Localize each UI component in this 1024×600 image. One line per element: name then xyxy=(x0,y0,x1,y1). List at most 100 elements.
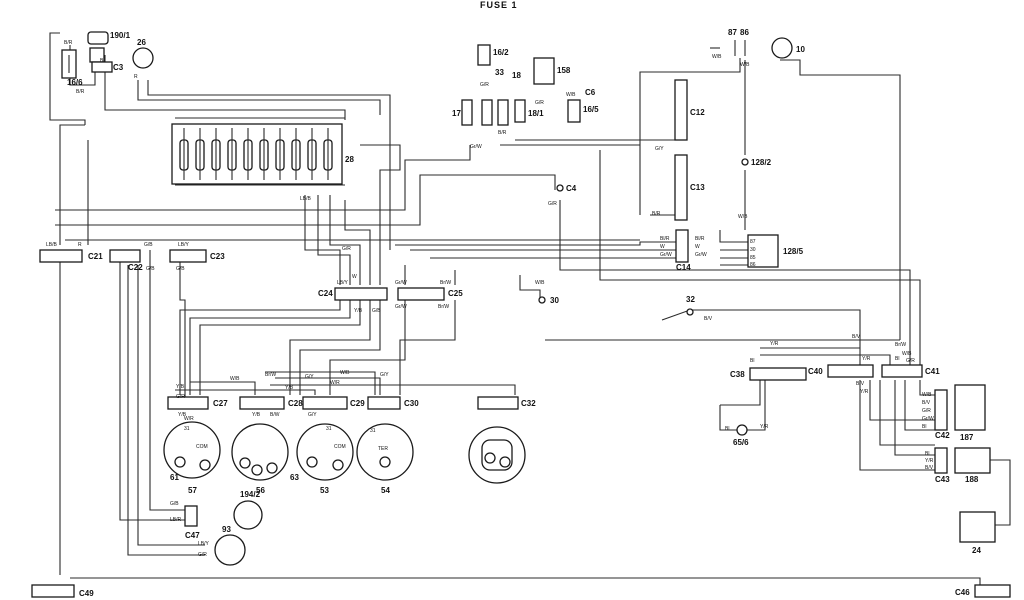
svg-text:Bl: Bl xyxy=(922,424,926,430)
svg-text:W/B: W/B xyxy=(712,54,722,60)
svg-text:Br/W: Br/W xyxy=(440,280,451,286)
svg-text:W/R: W/R xyxy=(184,416,194,422)
svg-text:B/V: B/V xyxy=(922,400,931,406)
svg-text:C22: C22 xyxy=(128,263,143,272)
junction-128-2: 128/2 xyxy=(741,158,772,167)
svg-text:18/1: 18/1 xyxy=(528,109,544,118)
svg-text:C27: C27 xyxy=(213,399,228,408)
svg-text:LB/B: LB/B xyxy=(46,242,58,248)
svg-text:W/B: W/B xyxy=(566,92,576,98)
svg-text:Br/W: Br/W xyxy=(438,304,449,310)
svg-text:W/B: W/B xyxy=(922,392,932,398)
connector-c6: C6 xyxy=(585,88,596,97)
svg-text:C29: C29 xyxy=(350,399,365,408)
fuse-16-5: 16/5 xyxy=(567,99,599,123)
connector-c13: C13 xyxy=(674,154,705,221)
svg-text:C40: C40 xyxy=(808,367,823,376)
diagram-title: FUSE 1 xyxy=(480,0,518,10)
connector-c22: C22 xyxy=(109,249,143,272)
svg-text:C49: C49 xyxy=(79,589,94,598)
svg-text:86: 86 xyxy=(740,28,749,37)
module-188: 188 xyxy=(954,447,991,484)
svg-text:G/B: G/B xyxy=(144,242,153,248)
svg-text:COM: COM xyxy=(196,444,208,450)
svg-text:C38: C38 xyxy=(730,370,745,379)
component-93: 93 xyxy=(214,525,246,566)
connector-c30: C30 xyxy=(367,396,419,410)
svg-text:B/R: B/R xyxy=(498,130,507,136)
ground-32: 32 xyxy=(686,295,695,316)
svg-text:G/Y: G/Y xyxy=(655,146,664,152)
ground-30: 30 xyxy=(538,296,559,305)
svg-text:C12: C12 xyxy=(690,108,705,117)
svg-text:C41: C41 xyxy=(925,367,940,376)
svg-text:B/R: B/R xyxy=(64,40,73,46)
connector-c27: C27 xyxy=(167,396,228,410)
svg-text:C43: C43 xyxy=(935,475,950,484)
connector-c47: C47 xyxy=(184,505,200,540)
svg-text:Bl: Bl xyxy=(725,426,729,432)
connector-c38: C38 xyxy=(730,367,807,381)
svg-text:C21: C21 xyxy=(88,252,103,261)
svg-text:Gr/W: Gr/W xyxy=(922,416,934,422)
svg-text:85: 85 xyxy=(750,255,756,261)
svg-text:LB/Y: LB/Y xyxy=(198,541,210,547)
svg-text:10: 10 xyxy=(796,45,805,54)
harness-wires xyxy=(49,32,1011,585)
svg-text:W: W xyxy=(695,244,700,250)
connector-c14: C14 xyxy=(675,229,691,272)
component-190-1: 190/1 xyxy=(87,31,131,63)
component-194-2: 194/2 xyxy=(233,490,263,530)
svg-text:LB/R: LB/R xyxy=(170,517,182,523)
svg-text:G/R: G/R xyxy=(922,408,931,414)
svg-text:G/B: G/B xyxy=(146,266,155,272)
svg-text:188: 188 xyxy=(965,475,979,484)
svg-text:Br/W: Br/W xyxy=(895,342,906,348)
svg-text:Bl: Bl xyxy=(750,358,754,364)
svg-text:Y/B: Y/B xyxy=(252,412,261,418)
svg-text:G/B: G/B xyxy=(170,501,179,507)
connector-c42: C42 xyxy=(934,389,950,440)
connector-c28: C28 xyxy=(239,396,303,410)
component-26: 26 xyxy=(132,38,154,69)
component-158: 158 xyxy=(533,57,571,85)
svg-text:G/B: G/B xyxy=(176,266,185,272)
svg-text:W/B: W/B xyxy=(740,62,750,68)
svg-text:65/6: 65/6 xyxy=(733,438,749,447)
svg-text:53: 53 xyxy=(320,486,329,495)
fuse-16-6: 16/6 xyxy=(61,49,83,87)
svg-text:Y/B: Y/B xyxy=(176,384,185,390)
module-187: 187 xyxy=(954,384,986,442)
connector-c32: C32 xyxy=(477,396,536,410)
svg-text:190/1: 190/1 xyxy=(110,31,131,40)
svg-text:33: 33 xyxy=(495,68,504,77)
svg-text:G/R: G/R xyxy=(480,82,489,88)
fuse-box-28: 28 xyxy=(171,123,354,185)
connector-c4: C4 xyxy=(556,184,577,193)
svg-text:87: 87 xyxy=(750,239,756,245)
svg-text:TER: TER xyxy=(378,446,388,452)
svg-text:Gr/W: Gr/W xyxy=(395,304,407,310)
svg-text:C23: C23 xyxy=(210,252,225,261)
svg-text:16/6: 16/6 xyxy=(67,78,83,87)
svg-text:C24: C24 xyxy=(318,289,333,298)
svg-text:30: 30 xyxy=(750,247,756,253)
svg-text:G/R: G/R xyxy=(342,246,351,252)
component-10: 10 xyxy=(771,37,805,59)
svg-text:C25: C25 xyxy=(448,289,463,298)
svg-text:LB/Y: LB/Y xyxy=(178,242,190,248)
connector-c23: C23 xyxy=(169,249,225,263)
svg-text:B/V: B/V xyxy=(852,334,861,340)
svg-text:30: 30 xyxy=(550,296,559,305)
svg-text:W/B: W/B xyxy=(535,280,545,286)
svg-text:C6: C6 xyxy=(585,88,596,97)
svg-text:Y/R: Y/R xyxy=(860,389,869,395)
svg-text:Gr/W: Gr/W xyxy=(470,144,482,150)
svg-text:G/B: G/B xyxy=(372,308,381,314)
svg-text:Y/R: Y/R xyxy=(760,424,769,430)
resistor-17: 17 xyxy=(452,99,473,126)
lamp-unit-53: 31 COM 63 53 xyxy=(290,423,354,495)
lamp-unit-57: 31 COM 61 57 xyxy=(163,421,221,495)
svg-text:W: W xyxy=(660,244,665,250)
svg-text:W/B: W/B xyxy=(230,376,240,382)
